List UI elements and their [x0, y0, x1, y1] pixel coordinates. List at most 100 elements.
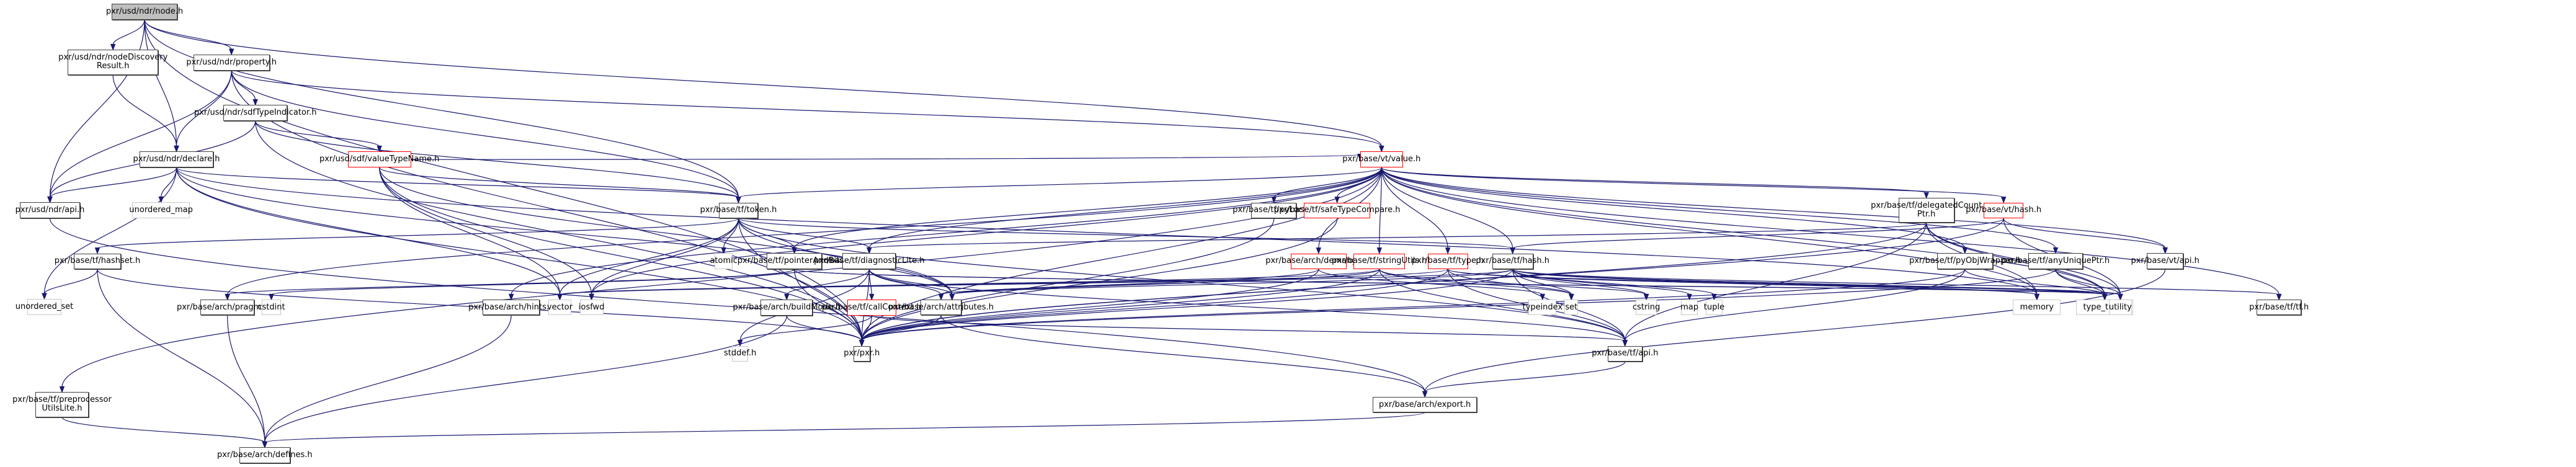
edge-type_h-to-pxr_h [861, 269, 1448, 341]
edge-value_h-to-pyObjWrapper_h [1381, 167, 1966, 249]
arrowhead-icon [869, 293, 875, 301]
edge-buildMode_h-to-defines_h [264, 315, 787, 443]
arrowhead-icon [2034, 293, 2040, 301]
edge-token_h-to-diagnosticLite_h [738, 218, 870, 249]
edge-token_h-to-tf_hash_h [738, 218, 1513, 249]
arrowhead-icon [2118, 293, 2123, 301]
graph-node-pxr-h[interactable]: pxr/pxr.h [844, 345, 880, 362]
edge-value_h-to-type_traits [1381, 167, 2105, 295]
edge-value_h-to-pyLock_h [1273, 167, 1382, 198]
graph-node-vt-api-h[interactable]: pxr/base/vt/api.h [2131, 253, 2199, 269]
graph-node-utility: utility [2109, 300, 2132, 316]
edge-token_h-to-pointerAndBits_h [738, 218, 795, 249]
graph-node-stringUtils-h[interactable]: pxr/base/tf/stringUtils.h [1332, 253, 1427, 269]
edge-value_h-to-pointerAndBits_h [794, 167, 1382, 249]
graph-node-demangle-h[interactable]: pxr/base/arch/demangle.h [1265, 253, 1371, 269]
edge-tf_hash_h-to-string [952, 269, 1513, 295]
edge-pointerAndBits_h-to-pxr_h [794, 269, 862, 341]
graph-node-attributes-h[interactable]: pxr/base/arch/attributes.h [888, 300, 994, 316]
arrowhead-icon [42, 293, 47, 300]
edge-diagnosticLite_h-to-tf_api_h [868, 269, 1626, 341]
edge-token_h-to-atomic [723, 218, 739, 249]
arrowhead-icon [867, 247, 872, 254]
graph-node-pragmas-h[interactable]: pxr/base/arch/pragmas.h [177, 300, 278, 316]
edge-value_h-to-vt_api_h [1381, 167, 2166, 249]
edge-valueTypeName_h-to-token_h [379, 167, 739, 198]
graph-node-vt-hash-h[interactable]: pxr/base/vt/hash.h [1966, 202, 2041, 219]
graph-node-sdfTypeIndicator-h[interactable]: pxr/usd/ndr/sdfTypeIndicator.h [194, 105, 316, 122]
arrowhead-icon [721, 247, 726, 254]
edge-value_h-to-hints_h [510, 167, 1382, 295]
edge-vt_api_h-to-export_h [1424, 269, 2166, 393]
arrowhead-icon [1643, 293, 1649, 301]
arrowhead-icon [228, 48, 234, 56]
arrowhead-icon [174, 145, 179, 153]
arrowhead-icon [1510, 247, 1515, 255]
edge-sdfTypeIndicator_h-to-valueTypeName_h [255, 121, 380, 147]
edge-ndr_api_h-to-export_h [49, 218, 1425, 393]
edge-property_h-to-value_h [231, 70, 1382, 147]
edge-declare_h-to-token_h [176, 167, 739, 198]
arrowhead-icon [225, 293, 230, 301]
edge-anyUniquePtr_h-to-utility [2055, 269, 2121, 295]
arrowhead-icon [1379, 145, 1384, 153]
graph-node-pyLock-h[interactable]: pxr/base/tf/pyLock.h [1232, 202, 1315, 219]
graph-node-vector: vector [547, 300, 573, 316]
graph-node-preprocessorUtilsLite-h[interactable]: pxr/base/tf/preprocessor UtilsLite.h [12, 392, 112, 417]
graph-node-anyUniquePtr-h[interactable]: pxr/base/tf/anyUniquePtr.h [2002, 253, 2110, 269]
arrowhead-icon [1923, 192, 1929, 199]
edge-value_h-to-tf_hash_h [1381, 167, 1513, 249]
edge-node_h-to-ndr_api_h [49, 19, 145, 198]
graph-node-iosfwd: iosfwd [579, 300, 604, 316]
edge-valueTypeName_h-to-vector [379, 167, 561, 295]
arrowhead-icon [2000, 197, 2007, 204]
graph-node-export-h[interactable]: pxr/base/arch/export.h [1373, 397, 1477, 412]
graph-node-hashset-h[interactable]: pxr/base/tf/hashset.h [55, 253, 140, 270]
edge-node_h-to-property_h [144, 19, 232, 50]
arrowhead-icon [949, 293, 955, 301]
graph-node-declare-h[interactable]: pxr/usd/ndr/declare.h [133, 151, 220, 168]
edge-node_h-to-declare_h [144, 19, 177, 147]
graph-node-ndr-api-h[interactable]: pxr/usd/ndr/api.h [16, 202, 84, 218]
edge-callContext_h-to-tf_api_h [871, 315, 1626, 342]
graph-node-pyObjWrapper-h[interactable]: pxr/base/tf/pyObjWrapper.h [1909, 253, 2021, 269]
arrowhead-icon [737, 340, 743, 347]
arrowhead-icon [1422, 391, 1428, 398]
graph-node-safeTypeCompare-h[interactable]: pxr/base/tf/safeTypeCompare.h [1274, 202, 1400, 219]
edge-value_h-to-vt_hash_h [1381, 167, 2004, 198]
edge-nodeDiscoveryResult_h-to-declare_h [112, 74, 177, 147]
graph-node-defines-h[interactable]: pxr/base/arch/defines.h [217, 447, 313, 463]
graph-node-nodeDiscoveryResult-h[interactable]: pxr/usd/ndr/nodeDiscovery Result.h [58, 50, 167, 75]
graph-node-value-h[interactable]: pxr/base/vt/value.h [1342, 151, 1420, 168]
edge-value_h-to-delegatedCountPtr_h [1381, 167, 1927, 193]
edge-stringUtils_h-to-tf_api_h [1379, 269, 1626, 341]
graph-node-property-h[interactable]: pxr/usd/ndr/property.h [186, 55, 277, 71]
graph-node-delegatedCountPtr-h[interactable]: pxr/base/tf/delegatedCount Ptr.h [1871, 198, 1982, 223]
edge-token_h-to-hashset_h [97, 218, 739, 249]
edge-callContext_h-to-stddef_h [739, 315, 872, 342]
edge-preprocessorUtilsLite_h-to-defines_h [61, 417, 265, 443]
edge-property_h-to-ndr_api_h [49, 70, 232, 198]
edge-export_h-to-defines_h [264, 412, 1425, 443]
graph-node-hints-h[interactable]: pxr/base/arch/hints.h [468, 300, 554, 316]
graph-node-tf-hash-h[interactable]: pxr/base/tf/hash.h [1476, 253, 1549, 269]
graph-node-token-h[interactable]: pxr/base/tf/token.h [700, 202, 777, 218]
edge-pyObjWrapper_h-to-type_traits [1964, 269, 2105, 295]
arrowhead-icon [59, 386, 65, 393]
graph-node-cstring: cstring [1633, 300, 1660, 316]
edge-pyObjWrapper_h-to-tf_api_h [1624, 269, 1966, 341]
graph-node-tf-api-h[interactable]: pxr/base/tf/api.h [1592, 345, 1658, 362]
graph-node-tf-tf-h[interactable]: pxr/base/tf/tf.h [2249, 300, 2309, 316]
arrowhead-icon [2276, 293, 2282, 301]
edge-buildMode_h-to-pxr_h [786, 315, 862, 341]
graph-node-diagnosticLite-h[interactable]: pxr/base/tf/diagnosticLite.h [814, 253, 925, 269]
graph-node-cstdint: cstdint [257, 300, 285, 316]
graph-node-buildMode-h[interactable]: pxr/base/arch/buildMode.h [733, 300, 840, 316]
graph-node-type-h[interactable]: pxr/base/tf/type.h [1412, 253, 1484, 269]
arrowhead-icon [2101, 293, 2108, 301]
graph-node-node-h[interactable]: pxr/usd/ndr/node.h [106, 3, 183, 20]
graph-node-valueTypeName-h[interactable]: pxr/usd/sdf/valueTypeName.h [319, 151, 439, 167]
edge-value_h-to-preprocessorUtilsLite_h [61, 167, 1382, 388]
edge-pragmas_h-to-defines_h [227, 315, 265, 443]
